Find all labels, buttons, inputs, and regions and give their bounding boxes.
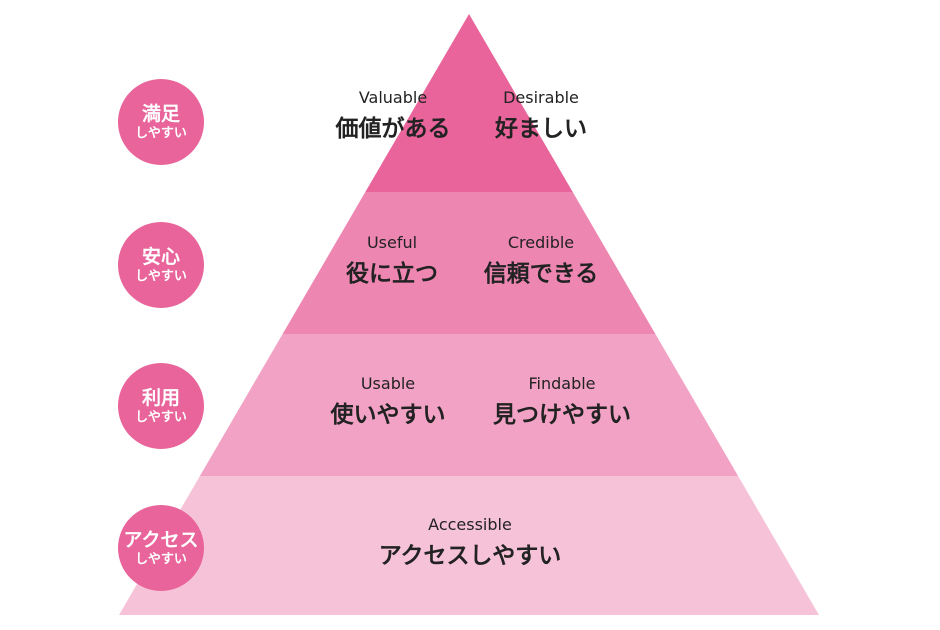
tier-2-cell-1-en: Useful xyxy=(366,233,418,252)
tier-1-cell-2-en: Desirable xyxy=(503,88,579,107)
tier-3-cell-usable: Usable 使いやすい xyxy=(303,374,473,430)
tier-1-cell-2-ja: 好ましい xyxy=(495,116,587,142)
tier-2-cell-credible: Credible 信頼できる xyxy=(456,233,626,289)
tier-4-cell-1-en: Accessible xyxy=(428,515,512,534)
tier-3-badge: 利用 しやすい xyxy=(118,363,204,449)
tier-1-badge: 満足 しやすい xyxy=(118,79,204,165)
tier-2-cell-useful: Useful 役に立つ xyxy=(307,233,477,289)
tier-3-badge-main: 利用 xyxy=(141,386,180,409)
tier-2-badge-main: 安心 xyxy=(141,245,180,268)
pyramid-tier-3 xyxy=(199,334,739,476)
pyramid-tier-1 xyxy=(365,14,573,192)
tier-4-badge: アクセス しやすい xyxy=(118,505,204,591)
tier-3-cell-1-en: Usable xyxy=(360,374,416,393)
tier-1-badge-main: 満足 xyxy=(141,102,180,125)
tier-3-cell-2-ja: 見つけやすい xyxy=(493,402,631,428)
tier-2-badge: 安心 しやすい xyxy=(118,222,204,308)
tier-3-badge-sub: しやすい xyxy=(135,409,187,425)
tier-1-cell-1-en: Valuable xyxy=(358,88,428,107)
tier-3-cell-findable: Findable 見つけやすい xyxy=(477,374,647,430)
tier-1-cell-desirable: Desirable 好ましい xyxy=(456,88,626,144)
pyramid-tier-4 xyxy=(119,476,819,615)
tier-2-cell-1-ja: 役に立つ xyxy=(346,261,438,287)
tier-1-badge-sub: しやすい xyxy=(135,125,187,141)
tier-2-badge-sub: しやすい xyxy=(135,268,187,284)
tier-3-cell-2-en: Findable xyxy=(528,374,596,393)
tier-2-cell-2-ja: 信頼できる xyxy=(483,261,599,287)
tier-4-cell-1-ja: アクセスしやすい xyxy=(378,543,562,569)
tier-1-cell-valuable: Valuable 価値がある xyxy=(308,88,478,144)
tier-4-cell-accessible: Accessible アクセスしやすい xyxy=(355,515,585,571)
pyramid-tier-2 xyxy=(282,192,656,334)
tier-3-cell-1-ja: 使いやすい xyxy=(330,402,446,428)
tier-4-badge-sub: しやすい xyxy=(135,551,187,567)
tier-1-cell-1-ja: 価値がある xyxy=(335,116,451,142)
tier-4-badge-main: アクセス xyxy=(123,528,199,551)
tier-2-cell-2-en: Credible xyxy=(507,233,575,252)
